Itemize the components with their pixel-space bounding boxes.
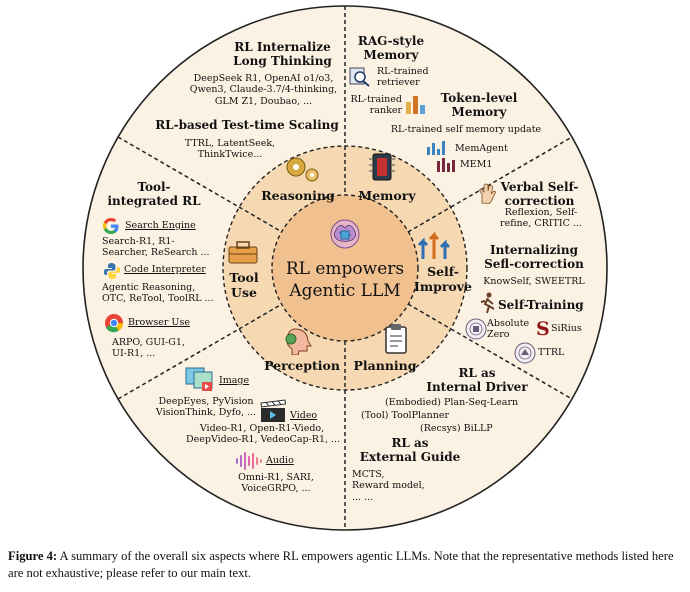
- university-seal-icon-2: [514, 342, 536, 364]
- inner-divider-tr: [407, 206, 452, 233]
- aspect-perception: Perception: [264, 358, 340, 373]
- aspect-reasoning: Reasoning: [261, 188, 335, 203]
- memory-token-methods: RL-trained self memory update: [390, 124, 542, 135]
- center-title: RL empowers Agentic LLM: [275, 258, 415, 302]
- memory-chip-icon: [369, 153, 395, 181]
- self-training-heading: Self-Training: [498, 298, 584, 312]
- inner-divider-bl: [238, 303, 283, 330]
- image-label: Image: [219, 375, 250, 386]
- figure-caption: Figure 4: A summary of the overall six a…: [8, 548, 684, 582]
- video-clapper-icon: [260, 399, 287, 422]
- internalizing-self-correction-methods: KnowSelf, SWEETRL: [483, 276, 585, 287]
- browser-use-methods: ARPO, GUI-G1, UI-R1, ...: [112, 337, 185, 360]
- internalizing-self-correction-heading: Internalizing Sefl-correction: [484, 243, 584, 272]
- caption-text: A summary of the overall six aspects whe…: [8, 549, 674, 580]
- verbal-self-correction-methods: Reflexion, Self- refine, CRITIC ...: [500, 207, 582, 230]
- image-methods: DeepEyes, PyVision VisionThink, Dyfo, ..…: [155, 396, 257, 419]
- inner-divider-tl: [238, 206, 283, 233]
- divider-bottom-right: [450, 328, 573, 400]
- aspect-planning: Planning: [353, 358, 417, 373]
- mem1-label: MEM1: [460, 159, 493, 170]
- planning-driver-heading: RL as Internal Driver: [426, 366, 528, 395]
- university-seal-icon-1: [465, 318, 487, 340]
- chrome-icon: [105, 314, 124, 333]
- memagent-label: MemAgent: [455, 143, 508, 154]
- planning-driver-methods-3: (Recsys) BiLLP: [420, 423, 493, 434]
- raised-hand-icon: [479, 183, 496, 204]
- ranking-bars-icon: [406, 96, 425, 114]
- image-icon: [185, 367, 213, 391]
- memory-ranker-label: RL-trained ranker: [350, 94, 402, 117]
- center-line-2: Agentic LLM: [289, 281, 401, 301]
- aspect-tool-use: Tool Use: [229, 270, 259, 300]
- memory-retriever-label: RL-trained retriever: [377, 66, 429, 89]
- code-interpreter-label: Code Interpreter: [124, 264, 206, 275]
- google-icon: [103, 218, 119, 234]
- audio-label: Audio: [266, 455, 294, 466]
- running-person-icon: [480, 292, 495, 314]
- gears-icon: [286, 157, 319, 182]
- reasoning-internalize-heading: RL Internalize Long Thinking: [233, 40, 332, 69]
- divider-top-left: [117, 136, 240, 208]
- python-icon: [104, 263, 120, 279]
- verbal-self-correction-heading: Verbal Self- correction: [500, 180, 579, 209]
- svg-text:S: S: [536, 318, 550, 338]
- aspect-self-improve: Self- Improve: [414, 264, 472, 294]
- code-interpreter-methods: Agentic Reasoning, OTC, ReTool, ToolRL .…: [102, 282, 214, 305]
- ttrl-label: TTRL: [538, 347, 565, 358]
- search-engine-label: Search Engine: [125, 220, 196, 231]
- caption-label: Figure 4:: [8, 549, 58, 563]
- video-methods: Video-R1, Open-R1-Viedo, DeepVideo-R1, V…: [186, 423, 341, 446]
- inner-divider-br: [407, 303, 452, 330]
- audio-wave-icon: [236, 452, 262, 470]
- planning-driver-methods-2: (Tool) ToolPlanner: [361, 410, 450, 421]
- browser-use-label: Browser Use: [128, 317, 190, 328]
- video-label: Video: [290, 410, 318, 421]
- mem1-logo-icon: [437, 158, 455, 172]
- reasoning-internalize-methods: DeepSeek R1, OpenAI o1/o3, Qwen3, Claude…: [189, 73, 338, 107]
- stanford-logo-icon: S: [536, 318, 550, 338]
- aspect-memory: Memory: [358, 188, 416, 203]
- planning-guide-heading: RL as External Guide: [359, 436, 461, 465]
- center-line-1: RL empowers: [285, 259, 405, 279]
- clipboard-plan-icon: [385, 324, 407, 354]
- planning-guide-methods: MCTS, Reward model, ... ...: [352, 469, 425, 503]
- divider-top-right: [450, 136, 573, 208]
- memory-token-heading: Token-level Memory: [440, 91, 518, 120]
- search-engine-methods: Search-R1, R1- Searcher, ReSearch ...: [102, 236, 210, 259]
- toolbox-icon: [228, 241, 258, 264]
- head-perception-icon: [285, 328, 312, 355]
- magnifier-icon: [349, 67, 370, 87]
- planning-driver-methods-1: (Embodied) Plan-Seq-Learn: [385, 397, 519, 408]
- tool-heading: Tool- integrated RL: [107, 180, 201, 209]
- memagent-logo-icon: [427, 141, 445, 155]
- audio-methods: Omni-R1, SARI, VoiceGRPO, ...: [238, 472, 314, 495]
- sirius-label: SiRius: [551, 323, 582, 334]
- memory-rag-heading: RAG-style Memory: [357, 34, 425, 63]
- absolute-zero-label: Absolute Zero: [487, 318, 530, 341]
- reasoning-scaling-methods: TTRL, LatentSeek, ThinkTwice...: [184, 138, 276, 161]
- brain-chip-icon: [330, 219, 360, 249]
- arrows-up-icon: [417, 231, 451, 259]
- divider-bottom-left: [117, 328, 240, 400]
- reasoning-scaling-heading: RL-based Test-time Scaling: [155, 118, 339, 132]
